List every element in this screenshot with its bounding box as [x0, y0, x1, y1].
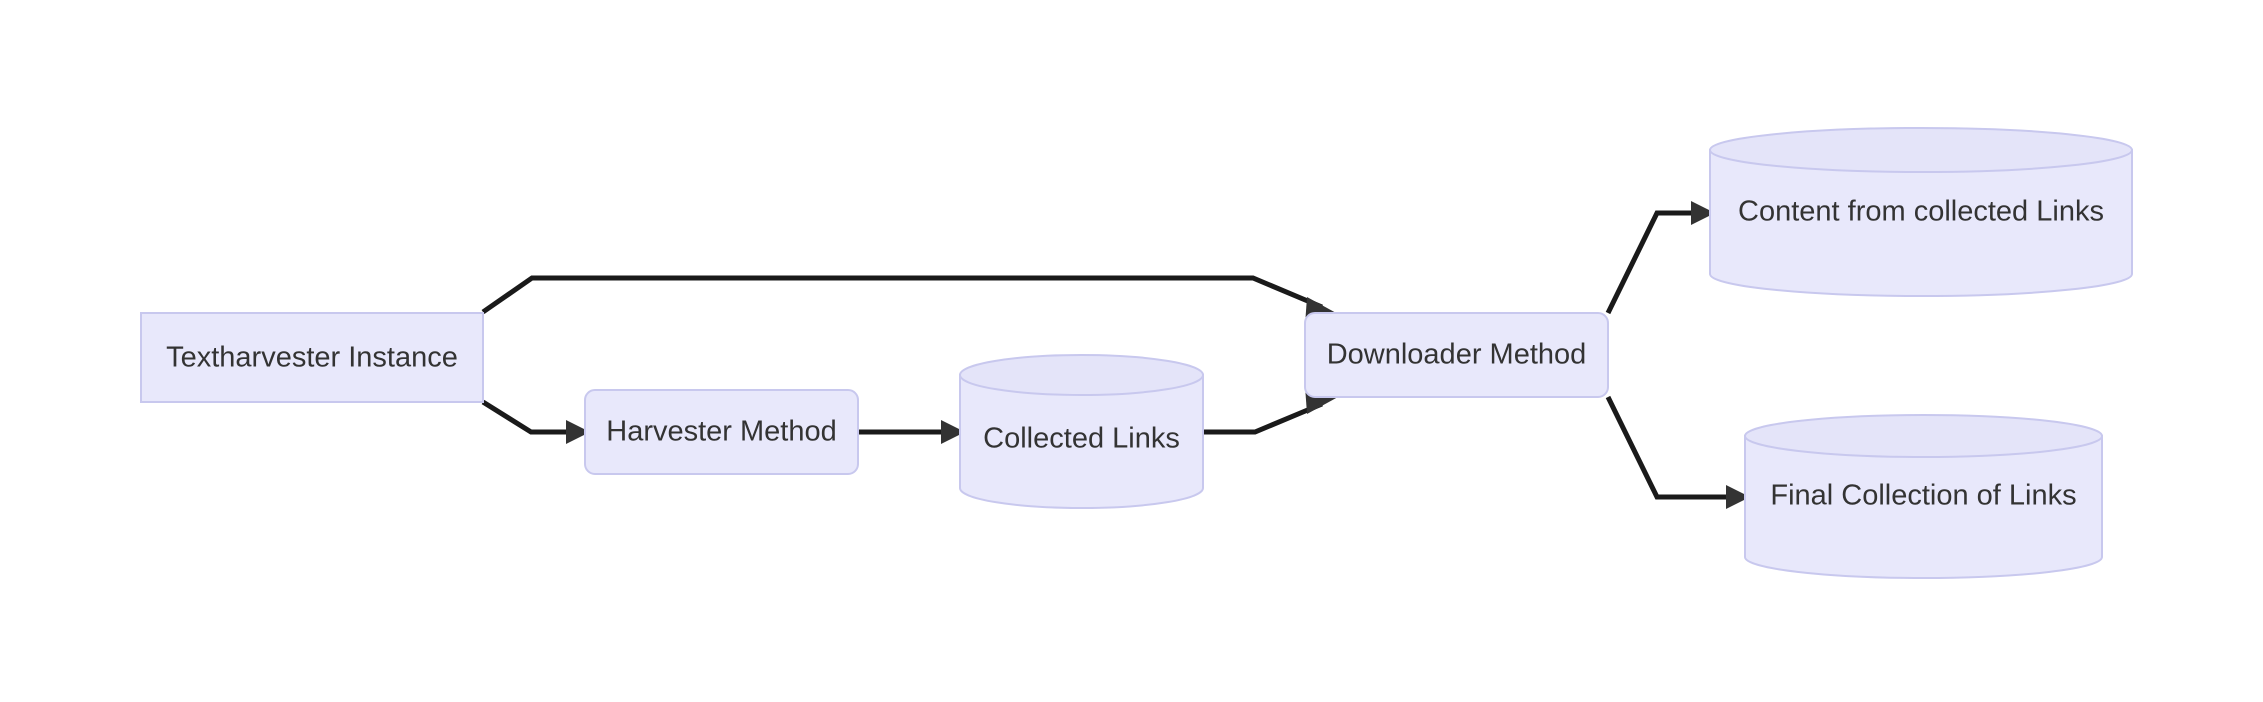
node-shape-cylinder-top [1709, 127, 2133, 173]
node-content-from-collected-links[interactable]: Content from collected Links [1709, 127, 2133, 297]
node-downloader-method[interactable]: Downloader Method [1304, 312, 1609, 398]
edge-harvester-to-collected[interactable] [858, 420, 965, 444]
node-shape-cylinder-body [1709, 149, 2133, 297]
node-final-collection-of-links[interactable]: Final Collection of Links [1744, 414, 2103, 579]
arrow-head-icon [1691, 201, 1715, 225]
node-layer: Textharvester Instance Harvester Method … [140, 127, 2133, 579]
edge-line [1605, 395, 1730, 500]
node-harvester-method[interactable]: Harvester Method [584, 389, 859, 475]
node-shape-cylinder-top [959, 354, 1204, 396]
node-shape-cylinder-body [959, 374, 1204, 509]
node-shape-rounded-rectangle [584, 389, 859, 475]
node-shape-rectangle [140, 312, 484, 403]
edge-line [1605, 210, 1695, 315]
node-collected-links[interactable]: Collected Links [959, 354, 1204, 509]
node-shape-rounded-rectangle [1304, 312, 1609, 398]
edge-textharvester-to-downloader[interactable] [481, 275, 1338, 325]
edge-downloader-to-content[interactable] [1605, 201, 1715, 315]
edge-line [1203, 401, 1323, 435]
edge-textharvester-to-harvester[interactable] [481, 399, 590, 444]
edge-line [481, 275, 1323, 315]
node-shape-cylinder-body [1744, 435, 2103, 579]
arrow-head-icon [1726, 485, 1750, 509]
edge-layer [481, 201, 1750, 509]
arrow-head-icon [941, 420, 965, 444]
edge-line [481, 399, 570, 435]
edge-downloader-to-final[interactable] [1605, 395, 1750, 509]
node-textharvester-instance[interactable]: Textharvester Instance [140, 312, 484, 403]
node-shape-cylinder-top [1744, 414, 2103, 458]
arrow-head-icon [566, 420, 590, 444]
